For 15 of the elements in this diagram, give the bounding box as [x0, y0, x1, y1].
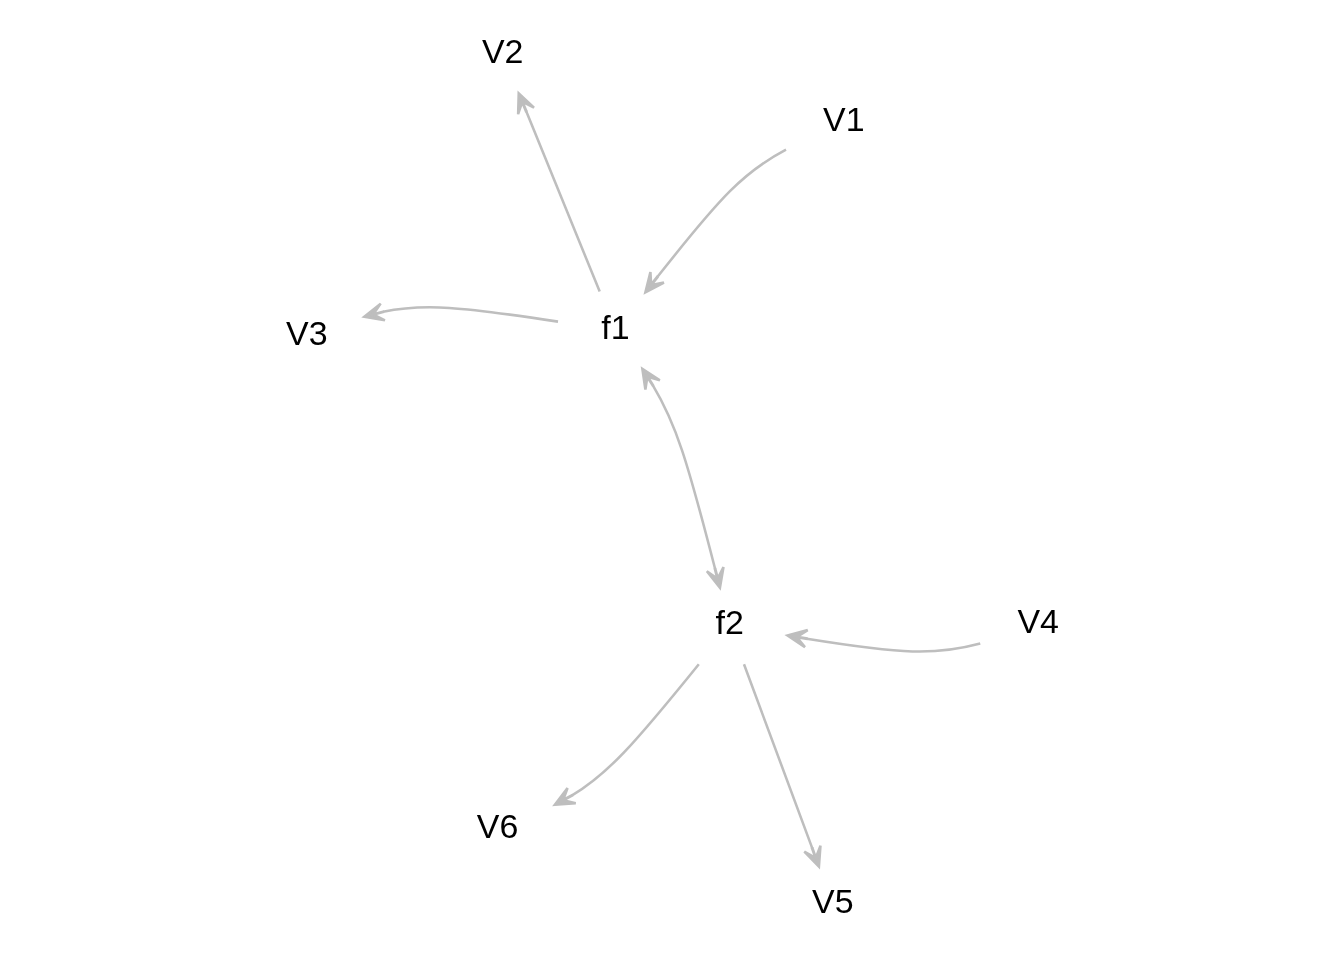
node-text: V5	[811, 882, 854, 921]
node-text: V2	[481, 31, 523, 70]
arrow	[640, 367, 725, 589]
arrow	[785, 628, 981, 653]
arrow	[553, 663, 700, 806]
arrow	[643, 148, 787, 294]
arrow	[362, 302, 558, 323]
node-text: V6	[476, 806, 518, 845]
node-text: V4	[1016, 601, 1059, 640]
arrow	[516, 91, 601, 293]
arrow	[742, 663, 822, 868]
node-text: V3	[285, 313, 328, 352]
node-text: V1	[822, 100, 865, 139]
node-text: f1	[600, 307, 630, 346]
node-text: f2	[715, 602, 744, 641]
